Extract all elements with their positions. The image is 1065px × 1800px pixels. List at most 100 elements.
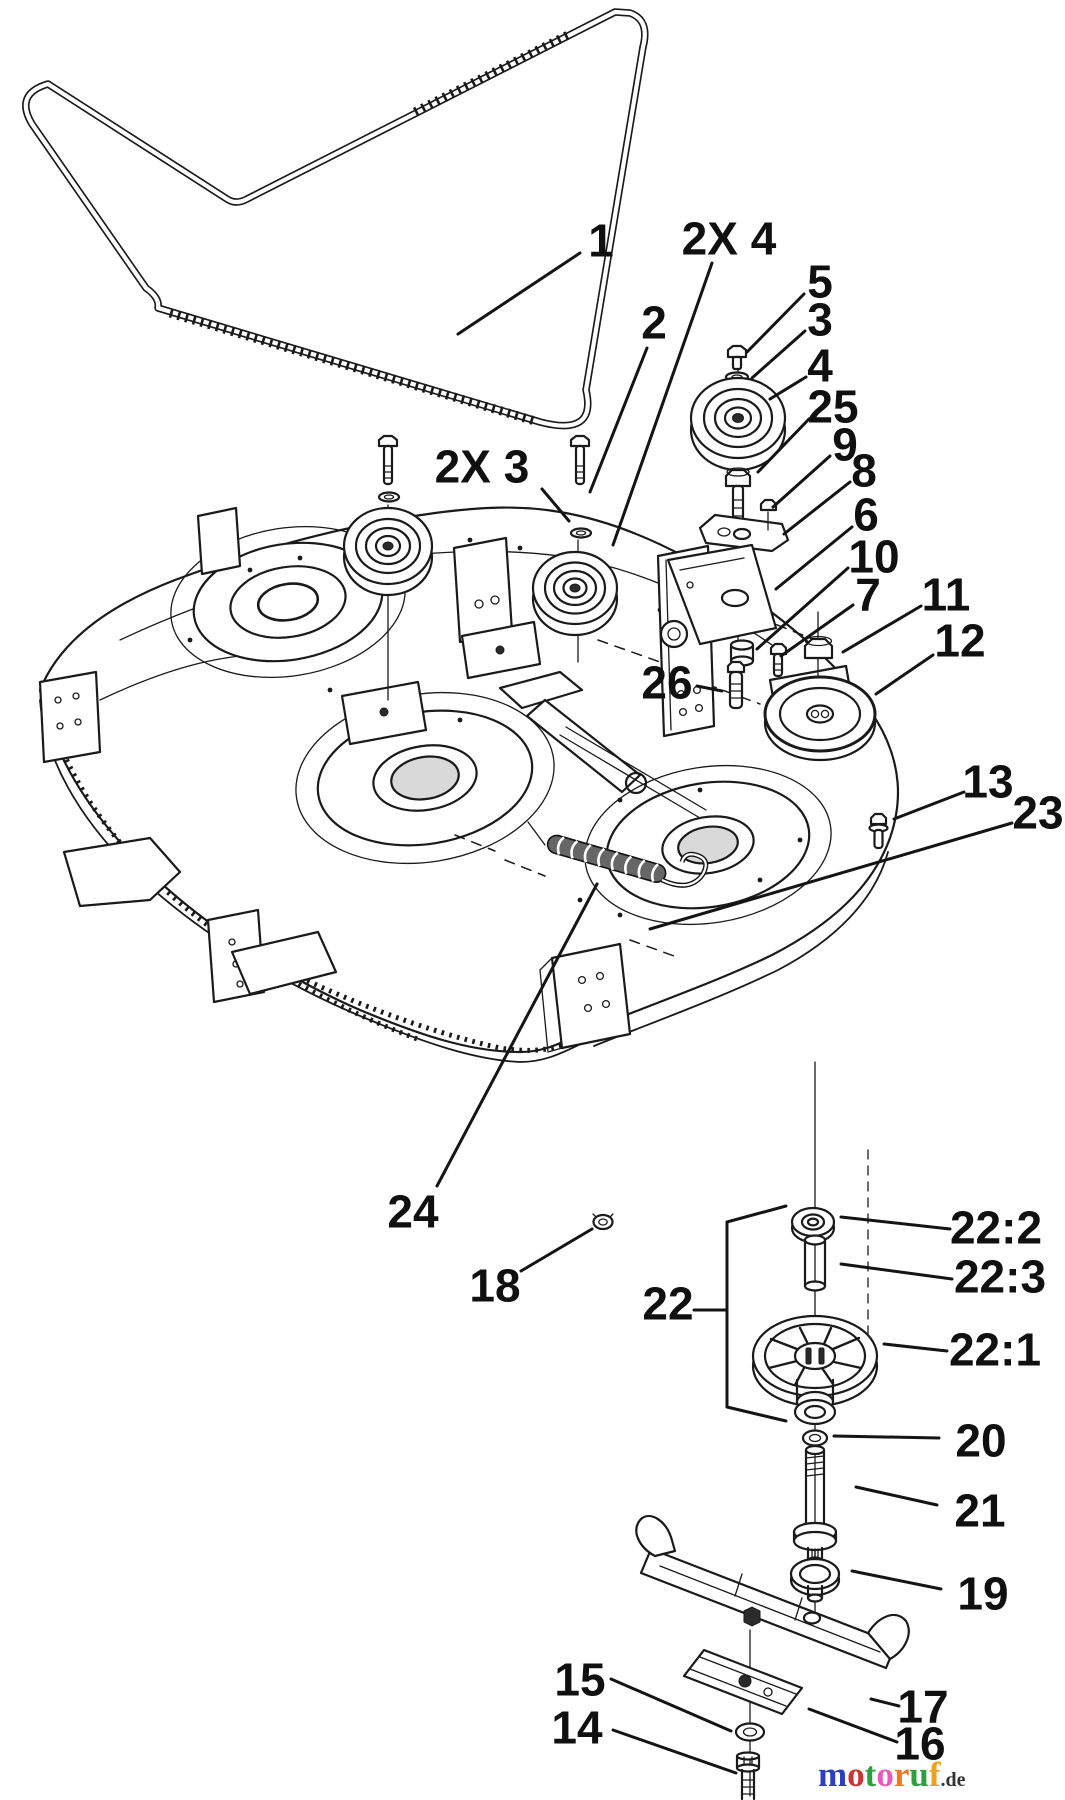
callout-leader-13 [892,790,966,821]
callout-label-22:3: 22:3 [954,1251,1046,1303]
washer-20 [801,1429,829,1447]
callout-label-2x3: 2X 3 [435,441,530,493]
callout-leader-4 [768,375,808,401]
deck-idler-arm [498,670,707,846]
callout-label-15: 15 [554,1654,605,1706]
flat-idler-pulley-12 [763,675,877,762]
callout-leader-24 [435,882,599,1188]
callout-leader-20 [832,1434,941,1440]
nut-18 [592,1213,614,1231]
callout-leader-12 [874,653,935,696]
nut-11 [803,635,834,660]
bolt-13 [868,812,889,850]
blade-left-wing [635,1514,677,1558]
callout-leader-2x3 [540,487,571,523]
callout-label-1: 1 [588,215,614,267]
callout-label-4: 4 [807,340,833,392]
callout-label-19: 19 [957,1568,1008,1620]
belt-rib-hatch-2 [412,28,575,117]
callout-label-7: 7 [855,569,881,621]
bearing-19 [789,1557,841,1603]
callout-leader-17 [869,1697,901,1708]
callout-leader-22 [725,1204,788,1224]
callout-leader-14 [611,1728,738,1775]
idler-plate-8 [698,498,790,553]
callout-label-8: 8 [851,445,877,497]
callout-label-24: 24 [387,1186,439,1238]
callout-label-2: 2 [641,297,667,349]
bolt-26 [726,660,746,710]
callout-leader-22 [725,1405,788,1423]
drive-belt [22,8,649,430]
callout-label-2x4: 2X 4 [682,213,777,265]
idler-bracket-6 [659,543,778,649]
bolt-5 [724,344,750,383]
callout-label-20: 20 [955,1415,1006,1467]
callout-label-17: 17 [897,1681,948,1733]
blade-adapter-16 [682,1648,804,1716]
callout-leader-23 [648,821,1014,931]
callout-leader-26 [695,684,724,693]
idler-pulley-center [531,550,619,637]
callout-leader-10 [755,566,850,651]
deck-skirt-right [593,851,889,1047]
callout-leader-9 [771,454,832,509]
callout-leader-18 [519,1227,594,1273]
bolt-14 [735,1751,761,1800]
idler-pulley-left [342,506,434,597]
extension-spring [546,834,667,883]
bolt-left [377,434,401,503]
blade-right-sail [866,1613,910,1661]
callout-label-3: 3 [807,294,833,346]
callout-leader-2x4 [611,261,714,547]
mower-blade-17 [635,1514,910,1670]
washer-15 [734,1722,766,1742]
callout-label-10: 10 [848,531,899,583]
callout-leader-21 [854,1485,939,1507]
bearing-22-2 [790,1206,836,1244]
callout-label-12: 12 [934,615,985,667]
callout-label-22:1: 22:1 [949,1324,1041,1376]
callout-leader-5 [745,292,806,354]
mower-deck [38,506,900,1063]
callout-leader-3 [750,329,807,380]
callout-label-22:2: 22:2 [950,1202,1042,1254]
callout-leader-22:2 [839,1215,952,1231]
callout-label-13: 13 [962,756,1013,808]
callout-leader-8 [782,480,852,536]
spacer-22-3 [803,1234,827,1292]
callout-leader-16 [807,1707,899,1744]
idler-pulley-4 [689,376,787,472]
callout-leader-2 [588,346,649,494]
bolt-center [569,434,593,539]
blade-nut [743,1606,761,1627]
spacer-10 [729,639,755,667]
deck-skirt-left [39,699,586,1063]
callout-label-21: 21 [954,1485,1005,1537]
callout-leader-19 [850,1569,943,1591]
callout-label-11: 11 [922,569,971,621]
callout-leader-25 [756,417,811,474]
callout-label-16: 16 [894,1718,945,1770]
callout-label-26: 26 [641,657,692,709]
callout-leader-15 [609,1677,733,1733]
callout-label-6: 6 [853,489,879,541]
callout-leader-22:1 [882,1342,949,1353]
callout-label-14: 14 [551,1702,603,1754]
callout-leader-22:3 [839,1262,954,1281]
deck-edge-hatch [57,744,421,1043]
motoruf-logo: motoruf.de [818,1755,966,1794]
deck-brackets [38,506,856,1053]
spindle-housing-22-1 [751,1314,879,1426]
callout-label-25: 25 [807,381,858,433]
callout-leader-7 [779,603,855,658]
callout-label-22: 22 [642,1278,693,1330]
callout-leader-1 [456,251,582,336]
callout-label-18: 18 [469,1260,520,1312]
callout-label-9: 9 [832,419,858,471]
callout-label-23: 23 [1012,787,1063,839]
callout-label-5: 5 [807,256,833,308]
